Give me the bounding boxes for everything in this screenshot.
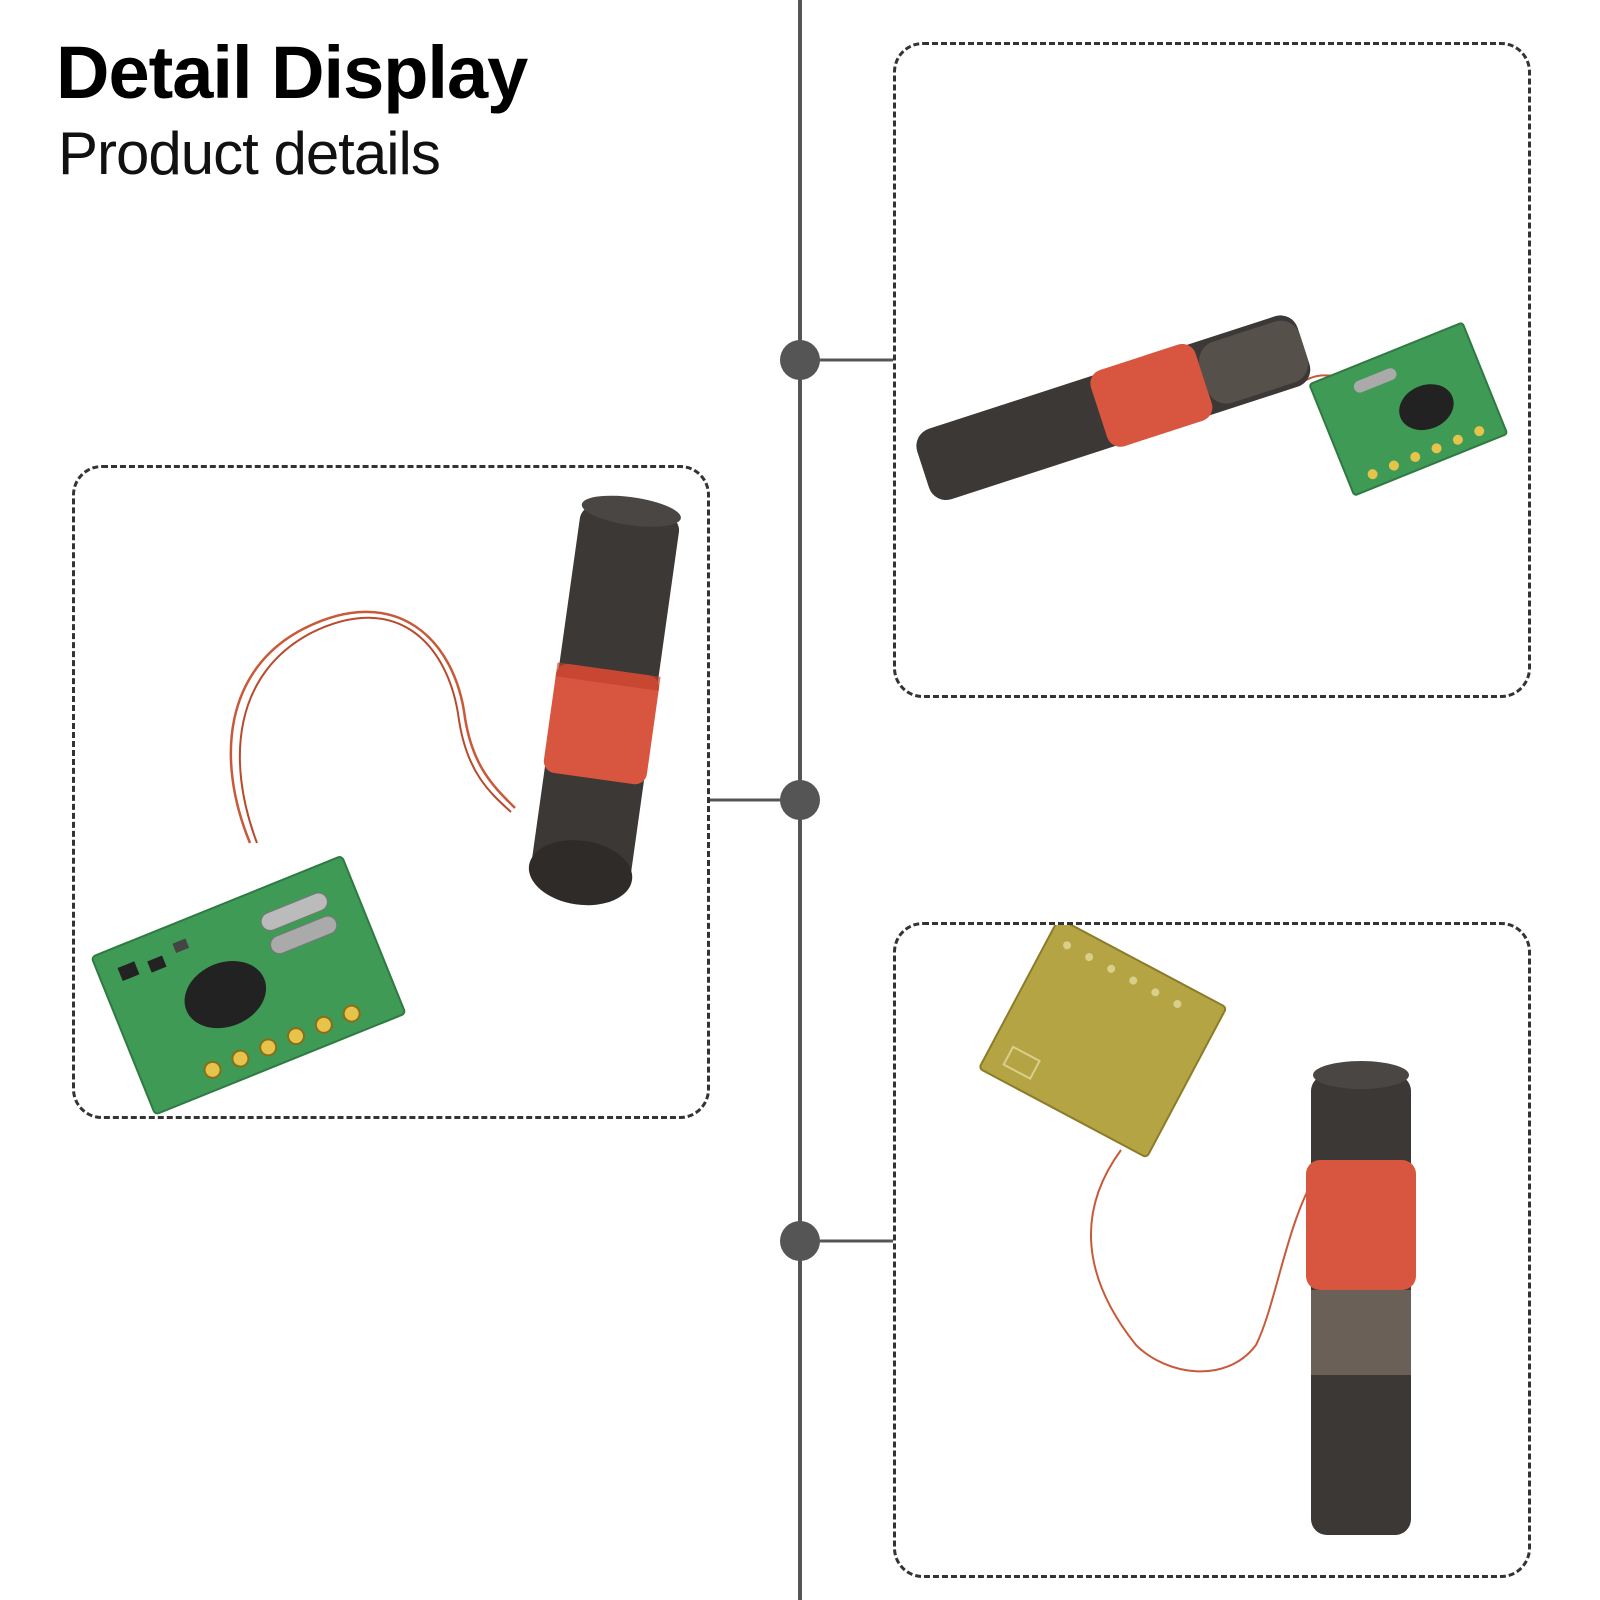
- timeline-node-bottom: [780, 1221, 820, 1261]
- product-image-antenna-closeup: [91, 495, 681, 1115]
- product-image-antenna-back: [979, 925, 1416, 1535]
- timeline-node-top: [780, 340, 820, 380]
- wire-twin: [238, 616, 512, 844]
- product-image-frame-bottom: [893, 922, 1531, 1578]
- pcb-board: [91, 856, 406, 1115]
- wire: [1090, 1149, 1317, 1373]
- timeline-node-middle: [780, 780, 820, 820]
- pcb-board: [1309, 322, 1508, 496]
- ferrite-rod: [528, 495, 681, 906]
- page-subtitle: Product details: [58, 120, 441, 187]
- product-image-antenna-side: [916, 315, 1508, 501]
- ferrite-rod: [916, 315, 1311, 501]
- ferrite-rod: [1306, 1061, 1416, 1535]
- wire: [229, 610, 516, 844]
- product-image-frame-left: [72, 465, 710, 1119]
- product-image-frame-top: [893, 42, 1531, 698]
- pcb-board: [979, 925, 1227, 1158]
- pcb-pads: [203, 1004, 361, 1079]
- page-title: Detail Display: [56, 31, 528, 114]
